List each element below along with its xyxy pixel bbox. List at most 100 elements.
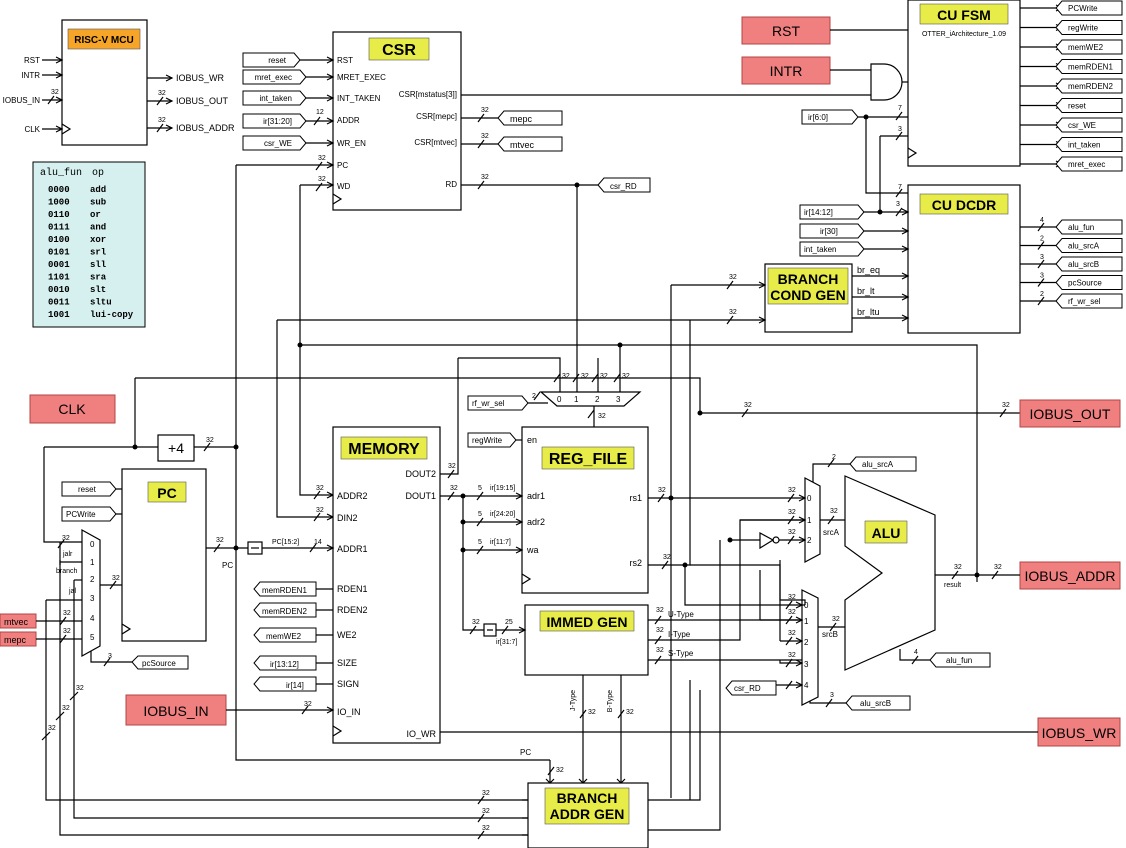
svg-text:32: 32 xyxy=(1002,402,1010,409)
dcdr-width-1: 2 xyxy=(1040,236,1044,243)
svg-text:en: en xyxy=(527,435,537,445)
reg-file-title: REG_FILE xyxy=(549,451,628,468)
alu-op-7: sra xyxy=(90,273,107,283)
src-a-mux: 0 1 2 srcA 32 32 32 alu_srcA 32 2 xyxy=(727,454,917,563)
svg-text:5: 5 xyxy=(478,539,482,546)
svg-text:32: 32 xyxy=(788,594,796,601)
alu-op-4: xor xyxy=(90,235,106,245)
svg-text:3: 3 xyxy=(804,660,809,669)
csr-mret-tag: mret_exec xyxy=(255,73,292,82)
svg-text:RST: RST xyxy=(337,56,353,65)
svg-text:3: 3 xyxy=(108,653,112,660)
fsm-ir60-tag: ir[6:0] xyxy=(808,113,828,122)
mcu-block: RISC-V MCU RST INTR IOBUS_IN CLK 32 32 3… xyxy=(3,19,235,146)
svg-text:32: 32 xyxy=(788,630,796,637)
pc-reset-tag: reset xyxy=(78,485,97,494)
svg-text:32: 32 xyxy=(663,554,671,561)
alu-op-6: sll xyxy=(90,260,107,270)
svg-text:PC: PC xyxy=(337,161,348,170)
csr-mtvec-tag: mtvec xyxy=(510,140,535,150)
fsm-out-csr-we: csr_WE xyxy=(1068,121,1096,130)
dcdr-out-rf-wr-sel: rf_wr_sel xyxy=(1068,297,1101,306)
svg-text:RD: RD xyxy=(445,180,457,189)
svg-text:32: 32 xyxy=(744,402,752,409)
bag-title-2: ADDR GEN xyxy=(550,806,625,822)
svg-text:32: 32 xyxy=(51,89,59,96)
alu-srca-tag: alu_srcA xyxy=(862,460,894,469)
cu-fsm-outputs: PCWriteregWritememWE2memRDEN1memRDEN2res… xyxy=(1020,0,1123,172)
alu-op-5: srl xyxy=(90,248,107,258)
cu-fsm-subtitle: OTTER_iArchitecture_1.09 xyxy=(922,31,1006,38)
svg-text:3: 3 xyxy=(830,692,834,699)
alu-op-10: lui-copy xyxy=(90,310,134,320)
fsm-out-regwrite: regWrite xyxy=(1068,24,1099,33)
svg-text:MRET_EXEC: MRET_EXEC xyxy=(337,73,386,82)
svg-text:32: 32 xyxy=(482,808,490,815)
fsm-out-pcwrite: PCWrite xyxy=(1068,4,1098,13)
svg-text:5: 5 xyxy=(478,485,482,492)
svg-text:ADDR: ADDR xyxy=(337,116,360,125)
svg-text:br_ltu: br_ltu xyxy=(857,307,880,317)
svg-text:DOUT2: DOUT2 xyxy=(405,469,436,479)
alu-code-7: 1101 xyxy=(48,273,70,283)
svg-text:32: 32 xyxy=(832,616,840,623)
svg-text:0: 0 xyxy=(557,395,562,404)
svg-text:32: 32 xyxy=(482,825,490,832)
svg-text:1: 1 xyxy=(574,395,579,404)
svg-text:PC[15:2]: PC[15:2] xyxy=(272,539,299,546)
svg-text:3: 3 xyxy=(896,201,900,208)
svg-text:1: 1 xyxy=(90,558,95,567)
pcsource-tag: pcSource xyxy=(142,659,176,668)
rst-intr-inputs: RST INTR xyxy=(741,16,908,101)
svg-text:32: 32 xyxy=(481,174,489,181)
bag-title-1: BRANCH xyxy=(557,790,618,806)
branch-cond-gen-block: BRANCH COND GEN 32 32 xyxy=(277,263,853,333)
alu-code-1: 1000 xyxy=(48,198,70,208)
svg-text:B-Type: B-Type xyxy=(607,690,614,712)
reg-write-tag: regWrite xyxy=(472,436,503,445)
csr-we-tag: csr_WE xyxy=(264,139,292,148)
svg-text:32: 32 xyxy=(112,575,120,582)
svg-text:32: 32 xyxy=(788,509,796,516)
mem-sign-tag: ir[14] xyxy=(286,681,304,690)
svg-text:1: 1 xyxy=(804,617,809,626)
svg-text:rs1: rs1 xyxy=(629,493,642,503)
fsm-out-memrden1: memRDEN1 xyxy=(1068,63,1113,72)
alu-code-10: 1001 xyxy=(48,310,70,320)
svg-text:3: 3 xyxy=(90,594,95,603)
immed-gen-title: IMMED GEN xyxy=(547,614,628,630)
bcg-title-1: BRANCH xyxy=(778,271,839,287)
svg-text:WE2: WE2 xyxy=(337,630,357,640)
dcdr-in-ir30: ir[30] xyxy=(820,227,838,236)
mem-rden1-tag: memRDEN1 xyxy=(262,586,307,595)
svg-text:32: 32 xyxy=(318,176,326,183)
svg-text:32: 32 xyxy=(472,619,480,626)
svg-text:DOUT1: DOUT1 xyxy=(405,491,436,501)
svg-text:ADDR1: ADDR1 xyxy=(337,544,368,554)
cu-fsm-block: CU FSM OTTER_iArchitecture_1.09 PCWriter… xyxy=(801,0,1123,212)
svg-text:4: 4 xyxy=(90,614,95,623)
rst-port: RST xyxy=(772,23,800,39)
svg-text:J-Type: J-Type xyxy=(570,690,577,711)
svg-text:32: 32 xyxy=(788,529,796,536)
svg-text:32: 32 xyxy=(588,709,596,716)
cu-dcdr-title: CU DCDR xyxy=(932,197,997,213)
svg-text:32: 32 xyxy=(316,485,324,492)
pcmux-mtvec-in: mtvec xyxy=(4,617,29,627)
svg-text:32: 32 xyxy=(622,373,630,380)
rf-wr-sel-tag: rf_wr_sel xyxy=(472,399,505,408)
fsm-out-mret-exec: mret_exec xyxy=(1068,160,1105,169)
svg-text:32: 32 xyxy=(482,790,490,797)
svg-text:32: 32 xyxy=(76,685,84,692)
svg-text:3: 3 xyxy=(898,126,902,133)
svg-text:CSR[mtvec]: CSR[mtvec] xyxy=(414,138,457,147)
svg-text:2: 2 xyxy=(595,395,600,404)
svg-text:32: 32 xyxy=(830,508,838,515)
svg-text:srcA: srcA xyxy=(823,528,840,537)
svg-text:32: 32 xyxy=(626,709,634,716)
alu-code-5: 0101 xyxy=(48,248,70,258)
svg-text:RDEN2: RDEN2 xyxy=(337,605,368,615)
pc-title: PC xyxy=(157,485,176,501)
dcdr-in-int-taken: int_taken xyxy=(804,245,836,254)
dcdr-out-alu-srcb: alu_srcB xyxy=(1068,260,1099,269)
